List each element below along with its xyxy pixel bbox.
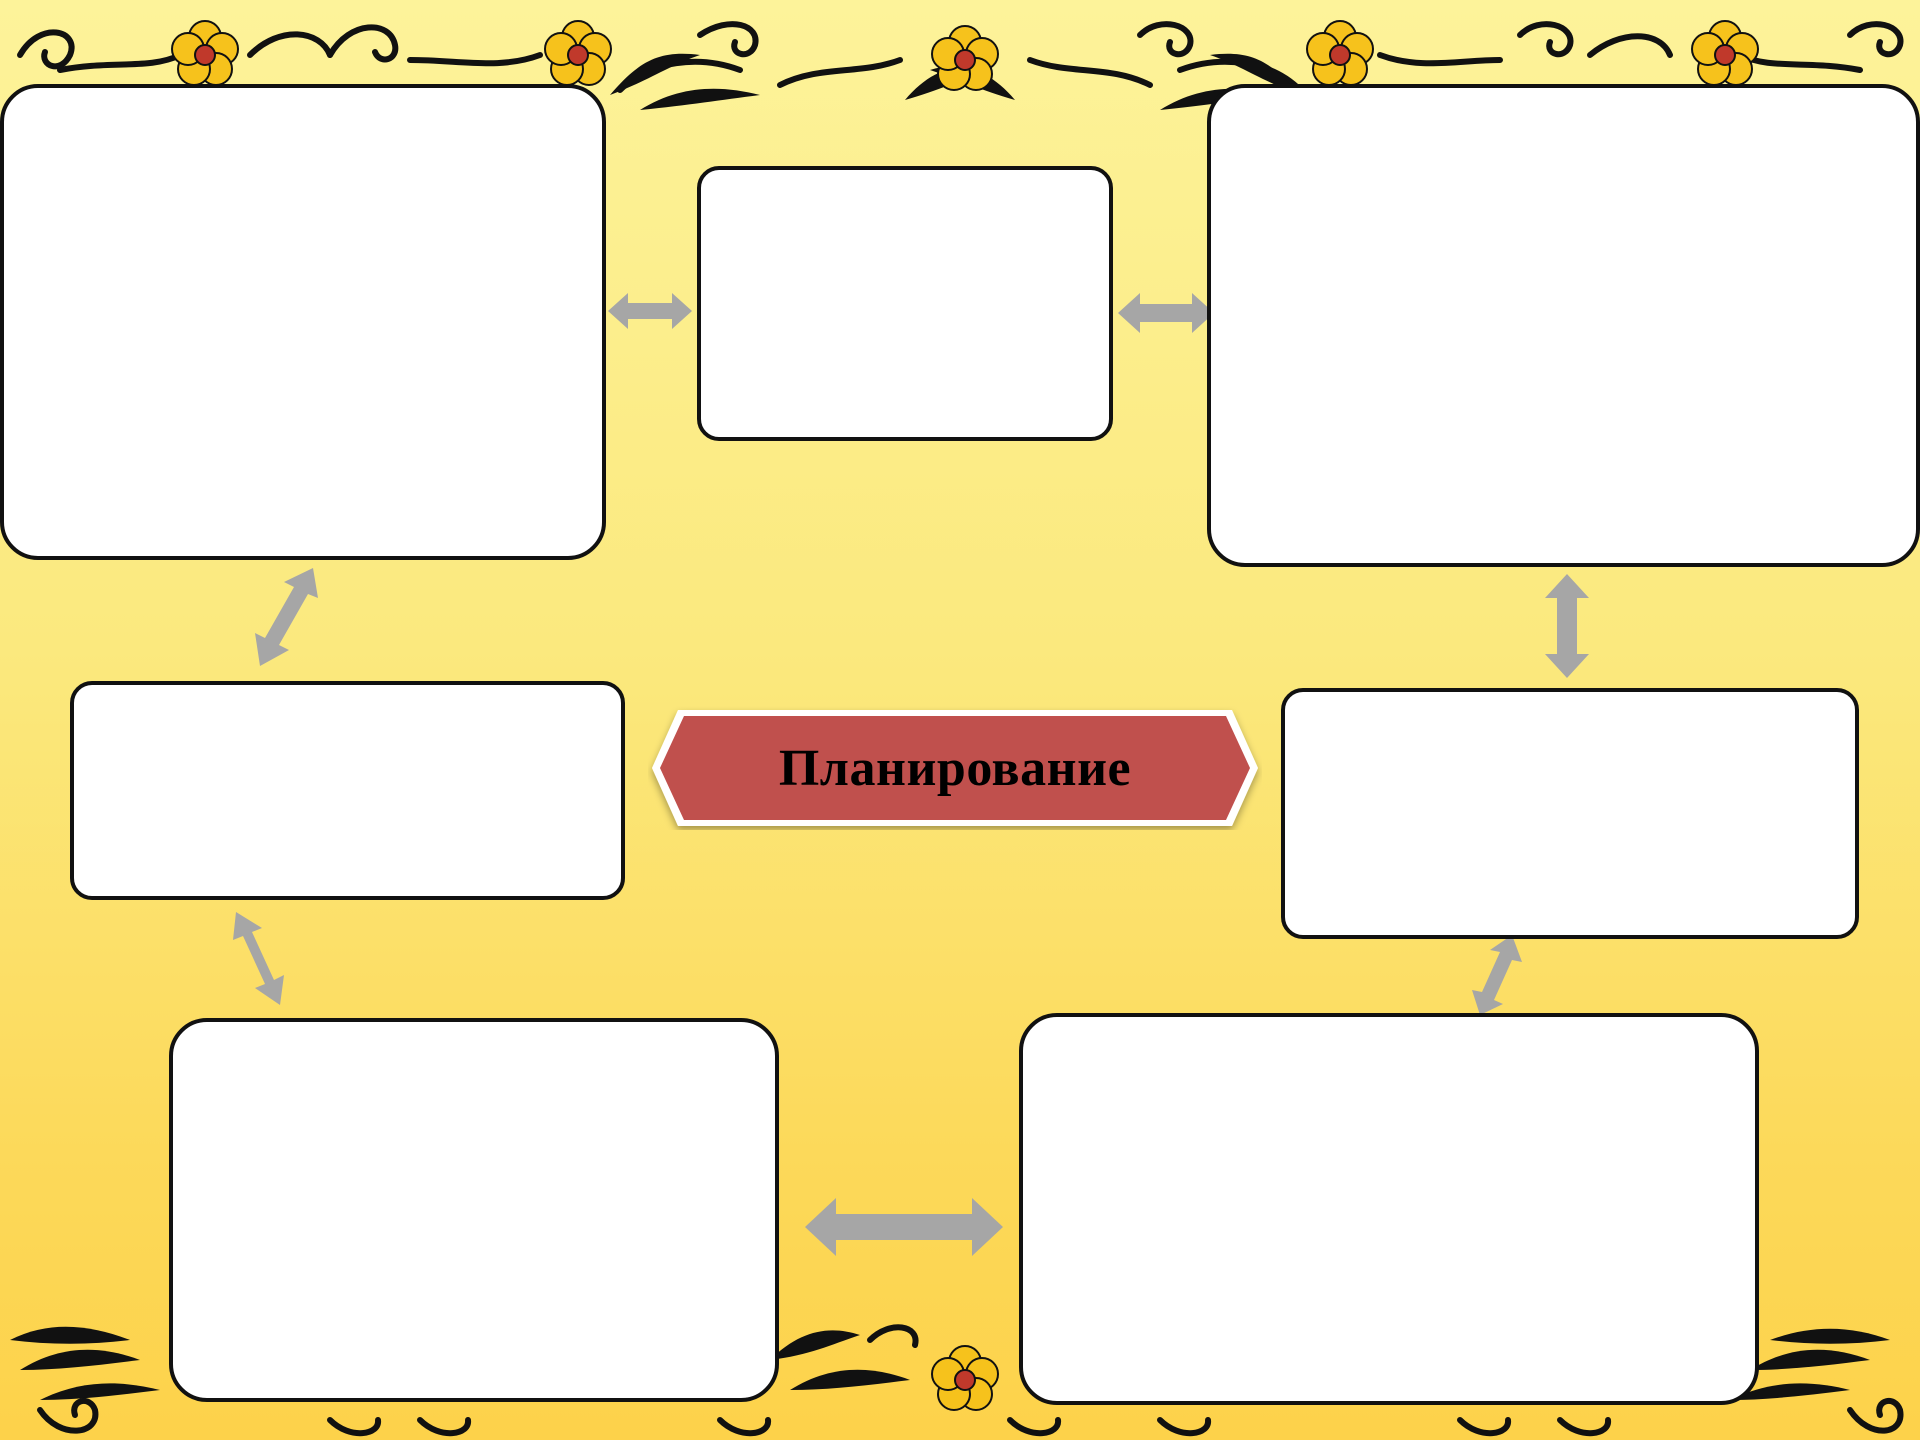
- arrow-middleleft-bottomleft: [233, 912, 284, 1005]
- arrow-topleft-topcenter: [608, 293, 692, 329]
- banner-title: Планирование: [648, 706, 1262, 830]
- box-bottom-right[interactable]: [1019, 1013, 1759, 1405]
- box-middle-left[interactable]: [70, 681, 625, 900]
- arrow-middleright-bottomright: [1472, 935, 1522, 1015]
- center-banner: Планирование: [648, 706, 1262, 830]
- arrow-topright-middleright: [1545, 574, 1589, 678]
- bottom-flower-group: [932, 1346, 998, 1410]
- arrow-topleft-middleleft: [255, 568, 318, 666]
- box-bottom-left[interactable]: [169, 1018, 779, 1402]
- box-top-right[interactable]: [1207, 84, 1920, 567]
- box-middle-right[interactable]: [1281, 688, 1859, 939]
- box-top-center[interactable]: [697, 166, 1113, 441]
- arrow-bottomleft-bottomright: [805, 1198, 1003, 1256]
- arrow-topcenter-topright: [1118, 293, 1214, 333]
- box-top-left[interactable]: [0, 84, 606, 560]
